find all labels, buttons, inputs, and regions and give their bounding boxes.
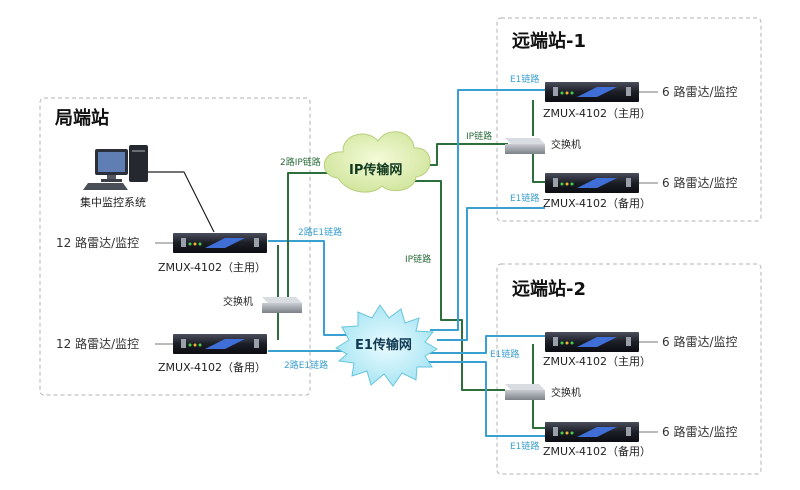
- local-channel-backup: 12 路雷达/监控: [56, 337, 140, 351]
- ip-link-r1-backup: [532, 153, 545, 183]
- ip-network-label: IP传输网: [349, 163, 403, 178]
- rack-device-icon: [545, 82, 639, 102]
- rack-device-icon: [173, 334, 267, 354]
- local-channel-main: 12 路雷达/监控: [56, 236, 140, 250]
- rack-device-icon: [545, 422, 639, 442]
- remote1-channel-backup: 6 路雷达/监控: [662, 176, 738, 190]
- switch-icon: [505, 138, 545, 154]
- e1-link-label-r2-main: E1链路: [490, 350, 520, 360]
- ip-link-r1: [420, 143, 508, 166]
- ip-link-label-r1: IP链路: [466, 132, 493, 142]
- e1-link-label-r1-backup: E1链路: [510, 194, 540, 204]
- local-device-main: ZMUX-4102（主用）: [158, 261, 267, 274]
- local-site-title: 局端站: [55, 108, 109, 129]
- e1-link-label-local-main: 2路E1链路: [298, 228, 343, 238]
- remote1-site-frame: [496, 17, 762, 222]
- monitor-cable: [140, 171, 215, 233]
- ip-network-cloud: [323, 131, 431, 193]
- e1-link-label-r2-backup: E1链路: [510, 442, 540, 452]
- e1-link-label-r1-main: E1链路: [510, 75, 540, 85]
- rack-device-icon: [173, 233, 267, 253]
- e1-link-label-local-backup: 2路E1链路: [284, 361, 329, 371]
- e1-network-star: [335, 304, 438, 387]
- remote1-channel-main: 6 路雷达/监控: [662, 85, 738, 99]
- rack-device-icon: [545, 332, 639, 352]
- remote1-switch-label: 交换机: [551, 140, 581, 151]
- remote2-switch-label: 交换机: [551, 388, 581, 399]
- ip-link-local-to-ipnet: [287, 172, 335, 298]
- remote2-channel-backup: 6 路雷达/监控: [662, 425, 738, 439]
- rack-device-icon: [545, 173, 639, 193]
- e1-link-r2-main: [420, 335, 545, 354]
- monitor-system-label: 集中监控系统: [80, 196, 146, 209]
- remote1-device-main: ZMUX-4102（主用）: [543, 107, 652, 120]
- ip-link-r2: [410, 180, 505, 391]
- ip-link-label-r2: IP链路: [405, 255, 432, 265]
- remote1-site-title: 远端站-1: [512, 31, 586, 52]
- switch-icon: [262, 297, 302, 313]
- local-switch-label: 交换机: [223, 297, 253, 308]
- e1-link-r2-backup: [410, 361, 545, 437]
- e1-network-label: E1传输网: [355, 338, 412, 353]
- e1-link-r1-backup: [437, 207, 545, 341]
- ip-link-label-local: 2路IP链路: [280, 158, 321, 168]
- computer-icon: [83, 145, 148, 190]
- remote2-site-frame: [496, 263, 762, 475]
- remote2-device-main: ZMUX-4102（主用）: [543, 355, 652, 368]
- remote2-channel-main: 6 路雷达/监控: [662, 335, 738, 349]
- e1-link-r1-main: [430, 89, 545, 331]
- remote2-site-title: 远端站-2: [512, 279, 586, 300]
- switch-icon: [505, 384, 545, 400]
- remote1-device-backup: ZMUX-4102（备用）: [543, 197, 652, 210]
- local-site-frame: [39, 97, 311, 396]
- local-device-backup: ZMUX-4102（备用）: [158, 361, 267, 374]
- remote2-device-backup: ZMUX-4102（备用）: [543, 445, 652, 458]
- ip-link-r2-backup: [532, 400, 545, 429]
- e1-link-local-main: [268, 240, 352, 336]
